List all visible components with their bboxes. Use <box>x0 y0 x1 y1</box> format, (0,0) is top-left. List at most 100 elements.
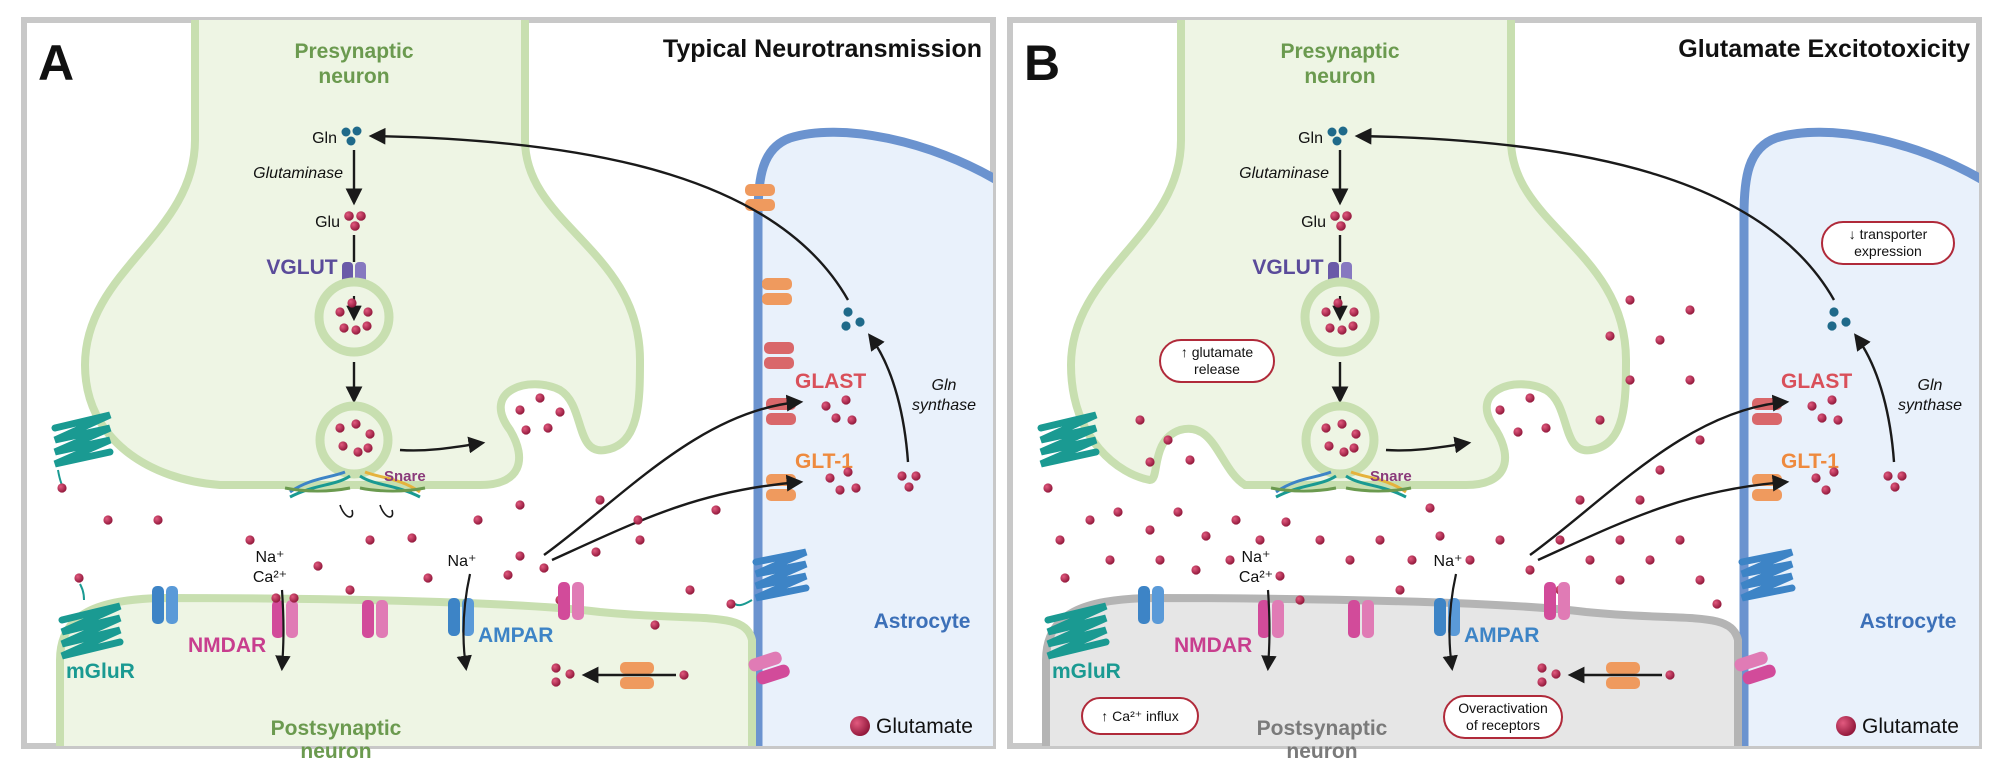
astro-glutamate-b <box>1807 395 1907 495</box>
postsynaptic-neuron <box>56 593 756 746</box>
gln-synthase-label-line2: synthase <box>912 397 976 414</box>
glt1-uptake-arrow <box>551 474 804 562</box>
astro-glutamine-b <box>1827 307 1851 331</box>
presynaptic-label-b-line2: neuron <box>1304 65 1375 88</box>
note-overactivation: Overactivation of receptors <box>1443 695 1563 739</box>
exocytosis-arrow <box>399 436 486 454</box>
astrocyte-cell <box>753 127 993 746</box>
note-transporter-line2: expression <box>1854 243 1922 259</box>
glutamine-return-arrow <box>368 127 850 301</box>
gln-synthase-label-b-line2: synthase <box>1898 397 1962 414</box>
postsynaptic-pink-channel-b <box>1348 600 1374 638</box>
glutamate-legend-dot-b <box>1836 716 1856 736</box>
na-ca-label-b-line2: Ca²⁺ <box>1239 569 1273 586</box>
na-ca-label-b-line1: Na⁺ <box>1242 549 1271 566</box>
postsynaptic-pink-channel <box>362 600 388 638</box>
glt1-uptake-arrow-b <box>1537 474 1790 562</box>
postsynaptic-label-line2: neuron <box>300 740 371 763</box>
synaptic-vesicle-2 <box>315 401 393 479</box>
astro-pink-channel <box>748 651 790 685</box>
glu-label: Glu <box>315 214 340 231</box>
glutamine-cluster <box>341 126 362 146</box>
note-release-line1: ↑ glutamate <box>1181 344 1254 360</box>
vglut-label-b: VGLUT <box>1252 256 1323 279</box>
astrocyte-label: Astrocyte <box>874 610 971 633</box>
astro-glutamate-glast <box>821 395 857 425</box>
glt1-label-b: GLT-1 <box>1781 450 1839 473</box>
ampar-label: AMPAR <box>478 624 553 647</box>
na-ca-label-line1: Na⁺ <box>256 549 285 566</box>
vglut-label: VGLUT <box>266 256 337 279</box>
nmdar-label: NMDAR <box>188 634 266 657</box>
gln-synthase-label-b-line1: Gln <box>1918 377 1943 394</box>
note-overactivation-line2: of receptors <box>1466 717 1540 733</box>
postsynaptic-label-line1: Postsynaptic <box>271 717 402 740</box>
astro-glutamate-glt1 <box>825 467 861 495</box>
presynaptic-label-line1: Presynaptic <box>294 40 413 63</box>
nmdar-receptor-b <box>1258 600 1284 638</box>
mglur-receptor-postsynaptic-b <box>1044 573 1110 660</box>
astro-glutamate-synthase <box>897 471 921 492</box>
glast-uptake-arrow <box>543 394 804 556</box>
snare-complex-b <box>1270 470 1412 499</box>
panel-a-title: Typical Neurotransmission <box>663 35 982 63</box>
panel-b-title: Glutamate Excitotoxicity <box>1678 35 1970 63</box>
ampar-ion-arrow-b <box>1442 573 1458 672</box>
na-label: Na⁺ <box>448 553 477 570</box>
panel-a: A Typical Neurotransmission Presynaptic … <box>21 17 996 763</box>
note-influx-text: ↑ Ca²⁺ influx <box>1101 708 1178 724</box>
gln-label: Gln <box>312 130 337 147</box>
astrocyte-label-b: Astrocyte <box>1860 610 1957 633</box>
astro-membrane-transporter-3 <box>764 342 794 369</box>
glutaminase-label: Glutaminase <box>253 165 343 182</box>
snare-complex <box>284 470 426 518</box>
mglur-label-b: mGluR <box>1052 660 1121 683</box>
glu-label-b: Glu <box>1301 214 1326 231</box>
gln-synthase-arrow <box>868 333 910 463</box>
nmdar-ion-arrow <box>275 589 291 672</box>
panel-a-letter: A <box>38 35 74 91</box>
nmdar-receptor <box>271 593 299 638</box>
postsynaptic-pink-channel-b-2 <box>1544 582 1570 620</box>
note-overactivation-line1: Overactivation <box>1458 700 1547 716</box>
cleft-glutamate <box>103 495 721 630</box>
mglur-receptor-presynaptic-b <box>1037 411 1100 493</box>
note-transporter-line1: ↓ transporter <box>1849 226 1928 242</box>
glutamine-cluster-b <box>1327 126 1348 146</box>
gln-synthase-label-line1: Gln <box>932 377 957 394</box>
presynaptic-neuron <box>80 20 645 489</box>
glt1-label: GLT-1 <box>795 450 853 473</box>
astro-pink-channel-b <box>1734 651 1776 685</box>
postsynaptic-blue-channel <box>152 586 178 624</box>
snare-label: Snare <box>384 468 426 485</box>
presynaptic-label-line2: neuron <box>318 65 389 88</box>
glutamate-legend-dot <box>850 716 870 736</box>
mglur-receptor-presynaptic <box>51 411 114 493</box>
glutamine-return-arrow-b <box>1354 127 1836 301</box>
post-uptake-glutamate <box>551 663 689 687</box>
nmdar-label-b: NMDAR <box>1174 634 1252 657</box>
glast-label-b: GLAST <box>1781 370 1852 393</box>
cleft-glutamate-excess <box>1055 295 1705 605</box>
postsynaptic-transporter-b <box>1606 662 1640 689</box>
gln-synthase-arrow-b <box>1854 333 1896 463</box>
glutamate-legend-label-b: Glutamate <box>1862 715 1959 738</box>
glast-uptake-arrow-b <box>1529 394 1790 556</box>
mglur-receptor-astrocyte-b <box>1712 548 1796 609</box>
postsynaptic-label-b-line1: Postsynaptic <box>1257 717 1388 740</box>
gln-label-b: Gln <box>1298 130 1323 147</box>
note-glutamate-release: ↑ glutamate release <box>1159 339 1275 383</box>
postsynaptic-pink-channel-2 <box>558 582 584 620</box>
postsynaptic-blue-channel-b <box>1138 586 1164 624</box>
released-glutamate-pocket <box>515 393 565 435</box>
mglur-label: mGluR <box>66 660 135 683</box>
nmdar-ion-arrow-b <box>1261 589 1277 672</box>
presynaptic-label-b-line1: Presynaptic <box>1280 40 1399 63</box>
panel-b-letter: B <box>1024 35 1060 91</box>
postsynaptic-label-b-line2: neuron <box>1286 740 1357 763</box>
synaptic-vesicle-b-2 <box>1301 401 1379 479</box>
mglur-receptor-postsynaptic <box>58 573 124 660</box>
glutaminase-label-b: Glutaminase <box>1239 165 1329 182</box>
glutamate-legend-label: Glutamate <box>876 715 973 738</box>
